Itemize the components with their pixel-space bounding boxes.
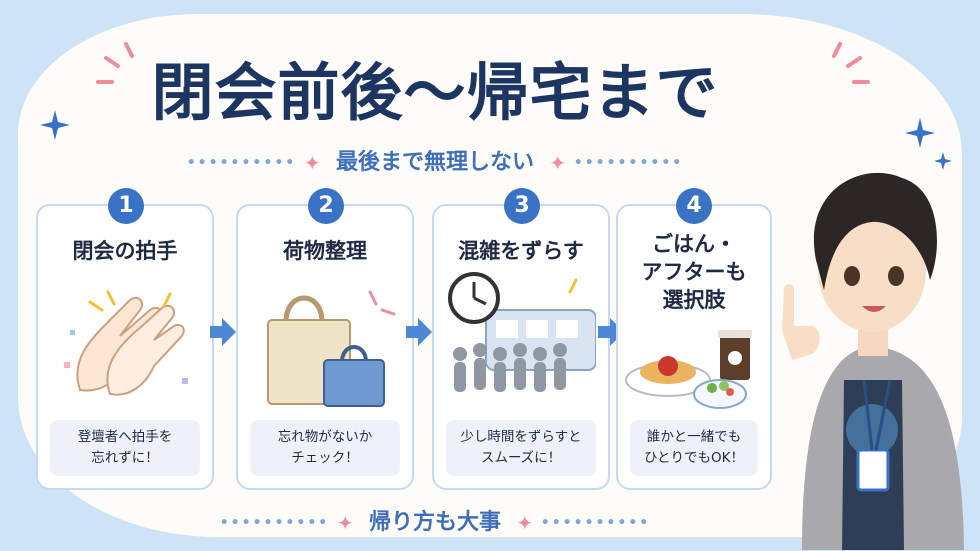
step-card-4: 4 ごはん・ アフターも 選択肢 誰かと一緒でも ひとりでもOK！ [616, 188, 772, 490]
burst-lines-icon [832, 42, 870, 84]
desc-line: ひとりでもOK！ [643, 450, 745, 466]
sparkle-icon [905, 118, 935, 148]
arrow-right-icon [210, 318, 236, 346]
food-coffee-icon [625, 330, 752, 409]
subtitle: 最後まで無理しない [335, 150, 534, 175]
step-card-3: 3 混雑をずらす 少し時間をずらすと スムーズに！ [432, 188, 610, 490]
step-card-1: 1 閉会の拍手 登壇者へ拍手を 忘れずに！ [36, 188, 214, 490]
footer-text: 帰り方も大事 [368, 510, 501, 535]
desc-line: 少し時間をずらすと [460, 429, 582, 445]
step-title: 混雑をずらす [458, 239, 584, 263]
title-line: 選択肢 [662, 288, 726, 312]
arrow-right-icon [598, 318, 624, 346]
step-number: 3 [504, 188, 540, 224]
burst-lines-icon [96, 42, 134, 84]
character-illustration [782, 172, 964, 550]
sparkle-icon: ✦ [549, 151, 567, 175]
step-description: 誰かと一緒でも ひとりでもOK！ [630, 420, 758, 476]
title-line: ごはん・ [652, 232, 736, 256]
step-description: 少し時間をずらすと スムーズに！ [446, 420, 596, 476]
sparkle-icon: ✦ [303, 151, 321, 175]
desc-line: スムーズに！ [480, 450, 562, 466]
dotted-divider: •••••••••• [186, 155, 297, 171]
step-number: 4 [676, 188, 712, 224]
sparkle-icon [934, 152, 952, 170]
desc-line: 忘れずに！ [91, 450, 159, 466]
title-line: アフターも [641, 260, 747, 284]
arrow-right-icon [406, 318, 432, 346]
step-number: 1 [108, 188, 144, 224]
dotted-divider: •••••••••• [540, 515, 651, 531]
step-card-2: 2 荷物整理 忘れ物がないか チェック！ [236, 188, 414, 490]
clock-crowd-icon [448, 272, 596, 392]
desc-line: チェック！ [291, 450, 359, 466]
step-title: 荷物整理 [283, 239, 367, 263]
desc-line: 誰かと一緒でも [646, 429, 742, 445]
sparkle-icon [40, 110, 70, 140]
page-title: 閉会前後〜帰宅まで [151, 56, 719, 129]
step-title: ごはん・ アフターも 選択肢 [622, 230, 766, 314]
desc-line: 忘れ物がないか [277, 429, 373, 445]
dotted-divider: •••••••••• [219, 515, 330, 531]
subtitle-row: •••••••••• ✦ 最後まで無理しない ✦ •••••••••• [0, 144, 870, 176]
sparkle-icon: ✦ [516, 511, 534, 535]
footer-row: •••••••••• ✦ 帰り方も大事 ✦ •••••••••• [0, 504, 870, 536]
step-description: 忘れ物がないか チェック！ [250, 420, 400, 476]
step-number: 2 [308, 188, 344, 224]
clapping-hands-icon [64, 290, 188, 396]
dotted-divider: •••••••••• [573, 155, 684, 171]
step-title: 閉会の拍手 [72, 239, 178, 263]
desc-line: 登壇者へ拍手を [77, 429, 173, 445]
step-description: 登壇者へ拍手を 忘れずに！ [50, 420, 200, 476]
sparkle-icon: ✦ [336, 511, 354, 535]
bags-icon [267, 290, 396, 407]
